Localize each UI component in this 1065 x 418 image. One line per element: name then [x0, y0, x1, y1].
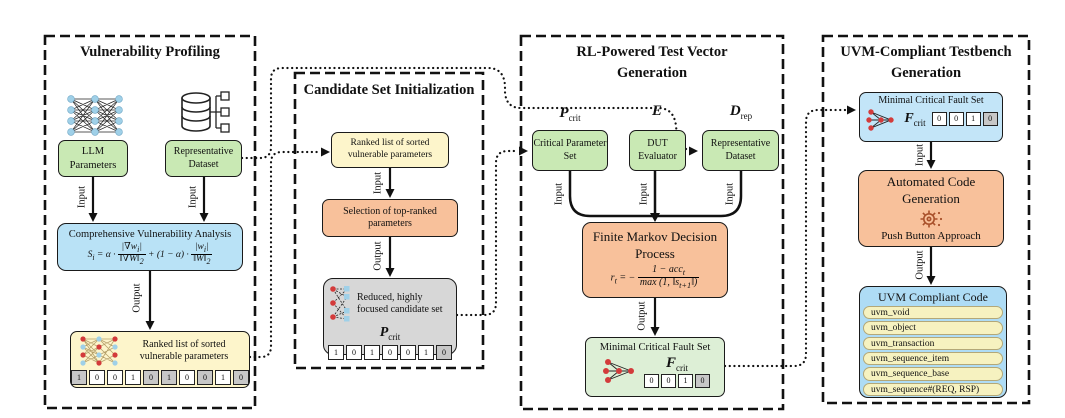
representative-dataset-label-p3: Representative Dataset [710, 138, 771, 162]
output-arrow-label: Output [914, 250, 926, 280]
uvm-code-item: uvm_sequence_item [863, 351, 1003, 366]
uvm-code-item: uvm_object [863, 321, 1003, 335]
ranked-list-box: Ranked list of sorted vulnerable paramet… [70, 331, 250, 388]
automated-codegen-box: Automated Code Generation Push Button Ap… [858, 170, 1004, 247]
critical-parameter-set-box: Critical Parameter Set [532, 130, 608, 171]
representative-dataset-label: Representative Dataset [173, 146, 234, 170]
panel-title-uvm-testbench: UVM-Compliant Testbench Generation [840, 44, 1012, 82]
vulnerability-analysis-box: Comprehensive Vulnerability Analysis Si … [57, 223, 243, 271]
output-arrow-label: Output [131, 283, 143, 313]
fmdp-box: Finite Markov Decision Process rt = − 1 … [582, 222, 728, 298]
uvm-code-title: UVM Compliant Code [878, 290, 988, 304]
vulnerability-score-formula: Si = α · |∇wi|‖∇W‖2 + (1 − α) · |wi|‖W‖2 [87, 241, 213, 266]
gear-icon [920, 210, 943, 228]
dut-evaluator-label: DUT Evaluator [638, 138, 677, 162]
dut-evaluator-box: DUT Evaluator [629, 130, 686, 171]
fcrit-symbol-p4: Fcrit [904, 110, 926, 128]
fault-tree-icon [866, 108, 895, 131]
representative-dataset-box: Representative Dataset [165, 140, 242, 177]
input-arrow-label: Input [76, 185, 88, 209]
critical-parameter-set-label: Critical Parameter Set [533, 138, 607, 162]
input-arrow-label: Input [372, 171, 384, 195]
minimal-fault-set-title-p4: Minimal Critical Fault Set [878, 95, 984, 106]
candidate-network-icon [330, 286, 350, 322]
selection-label: Selection of top-ranked parameters [343, 205, 437, 230]
drep-symbol: Drep [729, 103, 753, 121]
pcrit-symbol-p3: Pcrit [559, 105, 581, 123]
panel-title-candidate-set: Candidate Set Initialization [303, 82, 475, 98]
uvm-code-item: uvm_sequence_base [863, 367, 1003, 381]
reduced-candidate-box: Reduced, highly focused candidate set Pc… [323, 278, 457, 361]
ranked-list-label-p2: Ranked list of sorted vulnerable paramet… [347, 138, 433, 160]
vulnerability-analysis-title: Comprehensive Vulnerability Analysis [68, 228, 232, 240]
uvm-code-box: UVM Compliant Code uvm_void uvm_object u… [859, 286, 1007, 398]
database-icon [181, 91, 230, 133]
uvm-code-item: uvm_sequence#(REQ, RSP) [863, 382, 1003, 396]
output-arrow-label: Output [372, 241, 384, 271]
connector-ranked-to-candidate [248, 150, 322, 359]
evaluator-symbol: E [651, 103, 663, 119]
fmdp-title: Finite Markov Decision Process [592, 228, 718, 261]
input-arrow-label: Input [638, 182, 650, 206]
output-arrow-label: Output [636, 301, 648, 331]
push-button-label: Push Button Approach [881, 229, 981, 242]
automated-codegen-title: Automated Code Generation [886, 173, 976, 206]
uvm-code-item: uvm_transaction [863, 336, 1003, 350]
llm-parameters-label: LLM Parameters [69, 146, 117, 171]
input-arrow-label: Input [553, 182, 565, 206]
llm-parameters-box: LLM Parameters [58, 140, 128, 177]
uvm-code-item: uvm_void [863, 306, 1003, 320]
ranked-list-box-p2: Ranked list of sorted vulnerable paramet… [331, 132, 449, 168]
panel-title-rl-generation: RL-Powered Test Vector Generation [576, 44, 728, 82]
fault-tree-icon [603, 359, 634, 384]
selection-box: Selection of top-ranked parameters [322, 199, 458, 237]
fcrit-symbol-p3: Fcrit [665, 355, 688, 374]
connector-reduced-to-pcrit [455, 149, 520, 317]
input-arrow-label: Input [914, 143, 926, 167]
input-arrow-label: Input [187, 185, 199, 209]
panel-title-vulnerability-profiling: Vulnerability Profiling [80, 44, 220, 60]
representative-dataset-box-p3: Representative Dataset [702, 130, 779, 171]
reduced-candidate-label: Reduced, highly focused candidate set [357, 291, 443, 316]
minimal-fault-set-title-p3: Minimal Critical Fault Set [599, 342, 711, 353]
ranked-list-label: Ranked list of sorted vulnerable paramet… [139, 338, 229, 363]
neural-network-icon [67, 95, 123, 136]
input-arrow-label: Input [724, 182, 736, 206]
colored-network-icon [80, 336, 118, 366]
pcrit-symbol: Pcrit [379, 325, 401, 342]
